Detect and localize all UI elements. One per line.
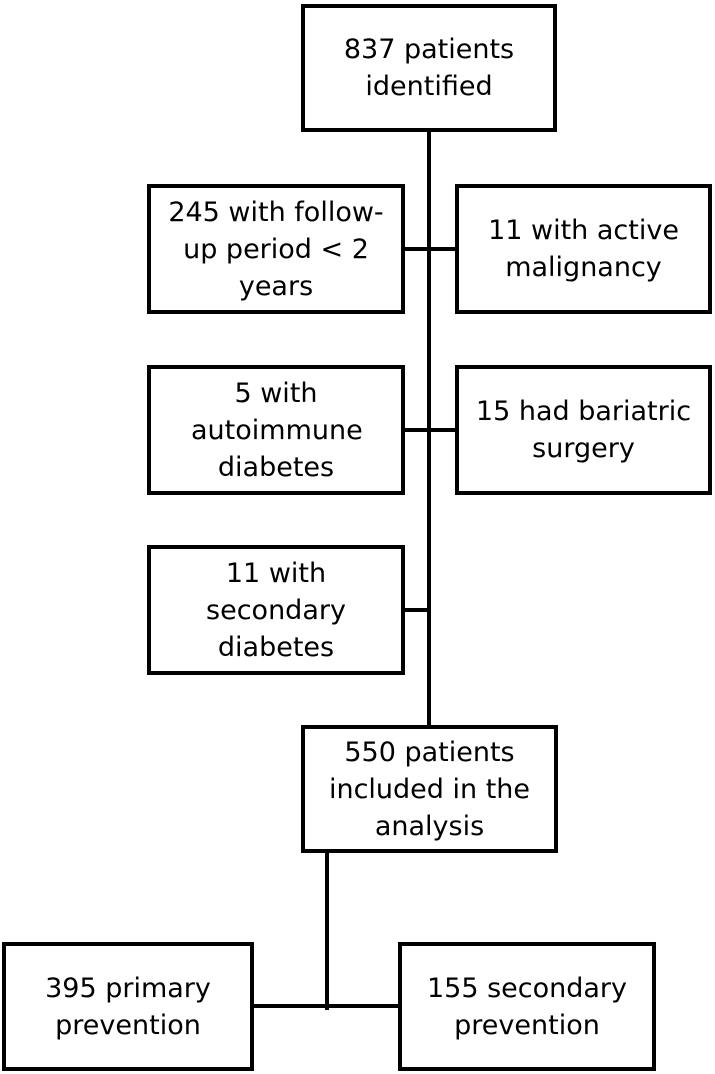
connector-right-1 (429, 247, 457, 251)
split-vertical-connector (325, 850, 329, 1010)
box-patients-identified: 837 patients identified (301, 4, 557, 132)
box-patients-included: 550 patients included in the analysis (301, 725, 558, 853)
box-exclusion-bariatric: 15 had bariatric surgery (455, 365, 712, 495)
split-horizontal-connector (252, 1004, 402, 1008)
connector-left-3 (403, 608, 429, 612)
box-primary-prevention: 395 primary prevention (2, 942, 254, 1071)
connector-left-2 (403, 428, 429, 432)
box-secondary-prevention: 155 secondary prevention (398, 942, 656, 1071)
box-secondary-prevention-text: 155 secondary prevention (426, 972, 628, 1041)
box-patients-identified-text: 837 patients identified (343, 34, 515, 102)
box-exclusion-autoimmune: 5 with autoimmune diabetes (147, 365, 405, 495)
connector-right-2 (429, 428, 457, 432)
box-exclusion-autoimmune-text: 5 with autoimmune diabetes (191, 377, 363, 483)
box-primary-prevention-text: 395 primary prevention (45, 972, 211, 1041)
box-exclusion-follow-up: 245 with follow-up period < 2 years (147, 184, 405, 314)
box-patients-included-text: 550 patients included in the analysis (328, 736, 531, 842)
connector-left-1 (403, 247, 429, 251)
box-exclusion-secondary-diabetes-text: 11 with secondary diabetes (206, 557, 346, 663)
box-exclusion-malignancy: 11 with active malignancy (455, 184, 712, 314)
box-exclusion-follow-up-text: 245 with follow-up period < 2 years (168, 196, 384, 302)
box-exclusion-secondary-diabetes: 11 with secondary diabetes (147, 545, 405, 675)
box-exclusion-malignancy-text: 11 with active malignancy (488, 215, 679, 283)
box-exclusion-bariatric-text: 15 had bariatric surgery (475, 396, 692, 464)
